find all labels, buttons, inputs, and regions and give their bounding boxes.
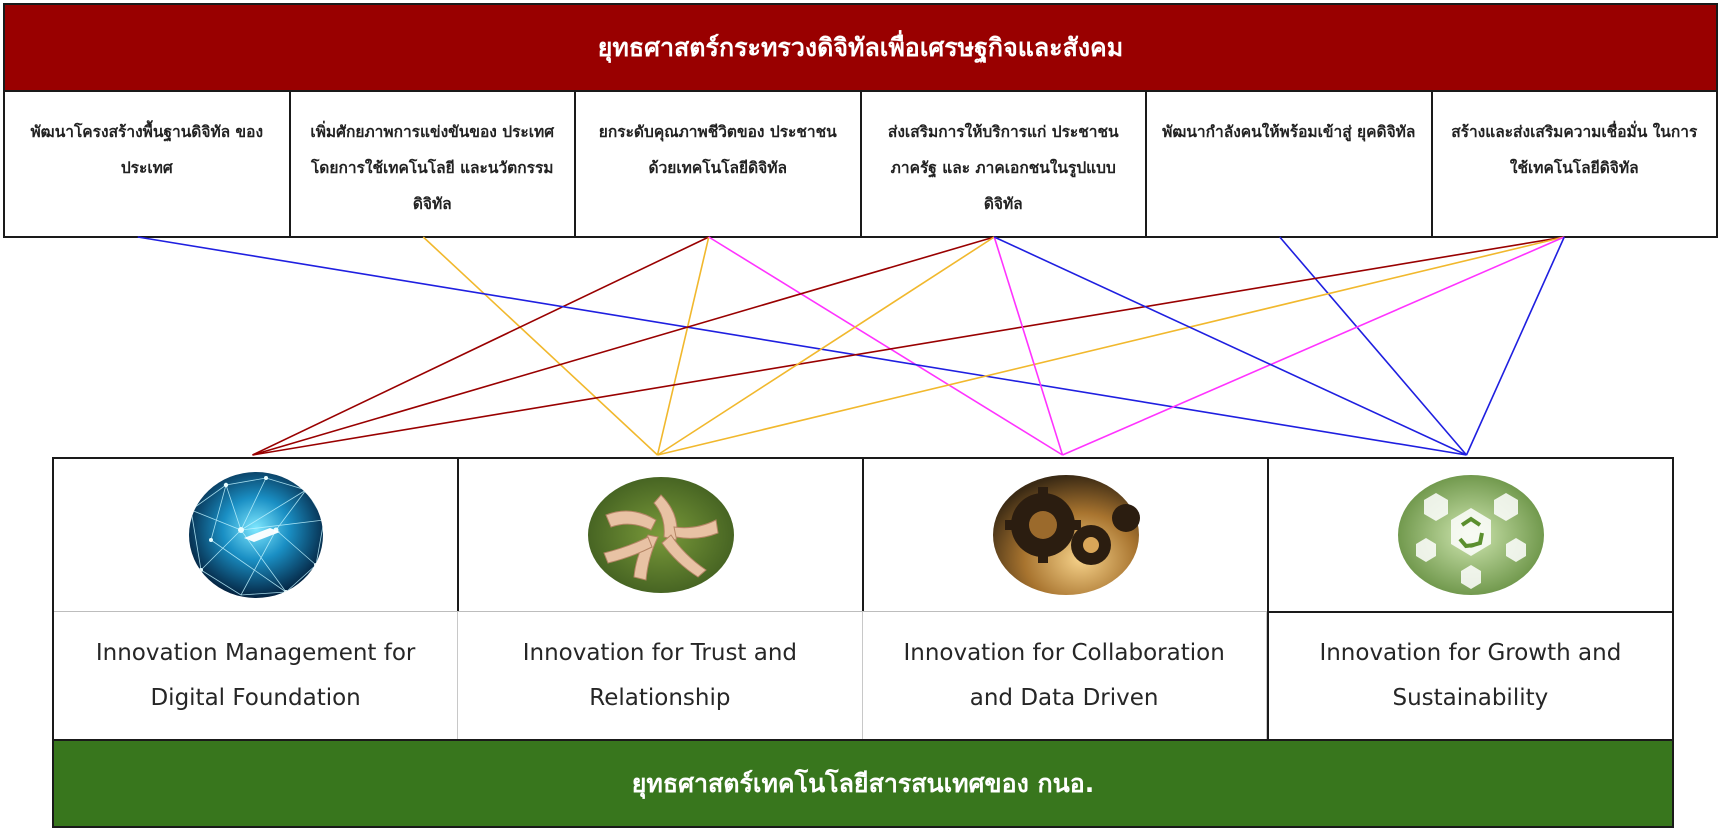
strategy-image-row (52, 457, 1674, 611)
goal-digital-trust: สร้างและส่งเสริมความเชื่อมั่น ในการใช้เท… (1451, 123, 1698, 177)
goal-digital-services: ส่งเสริมการให้บริการแก่ ประชาชน ภาครัฐ แ… (862, 92, 1147, 236)
digital-network-globe-image (188, 472, 323, 598)
connector-line (708, 236, 1063, 456)
goal-workforce: พัฒนากำลังคนให้พร้อมเข้าสู่ ยุคดิจิทัล (1147, 92, 1433, 236)
strategy-image-cell (54, 459, 459, 611)
connector-line (657, 236, 1565, 456)
goal-competitiveness: เพิ่มศักยภาพการแข่งขันของ ประเทศ โดยการใ… (291, 92, 576, 236)
connector-line (1062, 236, 1565, 456)
strategy-digital-foundation-label: Innovation Management for Digital Founda… (54, 611, 459, 739)
sustainability-icons-image (1397, 475, 1544, 595)
connector-line (137, 236, 1467, 456)
strategy-image-cell (1269, 459, 1672, 611)
ministry-goal-row: พัฒนาโครงสร้างพื้นฐานดิจิทัล ของประเทศ เ… (3, 92, 1718, 238)
connector-line (993, 236, 1467, 456)
goal-digital-infrastructure: พัฒนาโครงสร้างพื้นฐานดิจิทัล ของประเทศ (5, 92, 291, 236)
connector-line (252, 236, 710, 456)
strategy-label-row: Innovation Management for Digital Founda… (52, 611, 1674, 739)
connector-line (656, 236, 710, 456)
strategy-trust-relationship-label: Innovation for Trust and Relationship (458, 611, 863, 739)
goal-quality-of-life: ยกระดับคุณภาพชีวิตของ ประชาชนด้วยเทคโนโล… (576, 92, 862, 236)
ieat-it-strategy-title: ยุทธศาสตร์เทคโนโลยีสารสนเทศของ กนอ. (631, 768, 1095, 798)
gears-image (992, 475, 1140, 595)
joined-hands-image (587, 477, 734, 593)
connector-line (1465, 236, 1565, 456)
strategy-image-cell (459, 459, 864, 611)
ministry-strategy-banner: ยุทธศาสตร์กระทรวงดิจิทัลเพื่อเศรษฐกิจและ… (3, 3, 1718, 92)
strategy-growth-sustainability-label: Innovation for Growth and Sustainability (1266, 611, 1672, 739)
ieat-it-strategy-banner: ยุทธศาสตร์เทคโนโลยีสารสนเทศของ กนอ. (52, 739, 1674, 828)
strategy-collaboration-data-label: Innovation for Collaboration and Data Dr… (862, 611, 1267, 739)
connector-line (1279, 236, 1468, 456)
connector-line (993, 236, 1064, 456)
connector-line (422, 236, 659, 456)
connector-line (657, 236, 995, 456)
connector-line (252, 236, 1565, 456)
connector-line (252, 236, 995, 456)
strategy-image-cell (864, 459, 1269, 611)
ministry-strategy-title: ยุทธศาสตร์กระทรวงดิจิทัลเพื่อเศรษฐกิจและ… (597, 32, 1124, 62)
